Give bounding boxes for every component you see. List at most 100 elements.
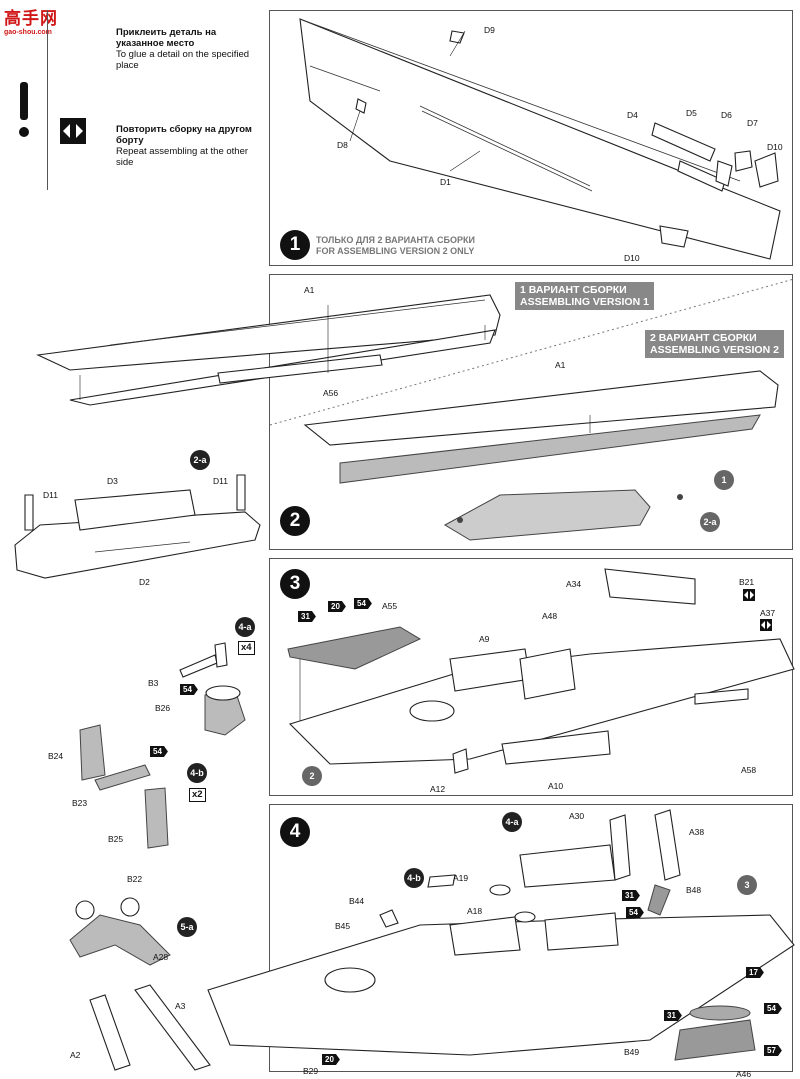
ref-step2: 2: [302, 766, 322, 786]
step4-panel: A30 A38 A19 B48 B44 A18 B45 B49 B29 A46 …: [207, 804, 795, 1079]
label-a1-version1: A1: [304, 285, 315, 295]
watermark-logo: 高手网 gao-shou.com: [4, 4, 74, 38]
color-31-badge-a: 31: [622, 890, 640, 901]
color-54-badge-a: 54: [626, 907, 644, 918]
sub4b-drawing: [79, 724, 169, 849]
step3-panel: A34 B21 A48 A37 A55 A9 A58 A12 A10 31 20…: [269, 558, 795, 796]
step1-note-en: FOR ASSEMBLING VERSION 2 ONLY: [316, 246, 475, 256]
label-a19: A19: [453, 873, 469, 883]
label-b29: B29: [303, 1066, 319, 1076]
sub4b-badge: 4-b: [187, 763, 207, 783]
label-d2: D2: [139, 577, 150, 587]
step3-hull-drawing: [287, 568, 795, 774]
version1-ru: 1 ВАРИАНТ СБОРКИ: [520, 284, 627, 296]
label-d5: D5: [686, 108, 697, 118]
version2-ru: 2 ВАРИАНТ СБОРКИ: [650, 332, 757, 344]
watermark-url: gao-shou.com: [4, 29, 52, 36]
sub4a-drawing: [179, 642, 246, 736]
sub5a-badge: 5-a: [177, 917, 197, 937]
ref-step3: 3: [737, 875, 757, 895]
sub2a-badge: 2-a: [190, 450, 210, 470]
step1-note: ТОЛЬКО ДЛЯ 2 ВАРИАНТА СБОРКИ FOR ASSEMBL…: [316, 235, 475, 257]
step2-version1-drawing: [36, 294, 501, 406]
ref-sub4a: 4-a: [502, 812, 522, 832]
label-b21: B21: [739, 577, 755, 587]
color-54-badge: 54: [354, 598, 372, 609]
version2-banner: 2 ВАРИАНТ СБОРКИ ASSEMBLING VERSION 2: [645, 330, 784, 358]
label-a9: A9: [479, 634, 490, 644]
legend-repeat-en: Repeat assembling at the other side: [116, 146, 249, 168]
sub4b-multiplier: x2: [189, 788, 206, 802]
label-b22: B22: [127, 874, 143, 884]
watermark-brand: 高手网: [4, 9, 58, 28]
color-57-badge: 57: [764, 1045, 782, 1056]
label-a48: A48: [542, 611, 558, 621]
sub4a-badge: 4-a: [235, 617, 255, 637]
label-d11-left: D11: [43, 490, 58, 500]
label-d11-right: D11: [213, 476, 228, 486]
repeat-icon-a37: [760, 619, 772, 631]
label-a37: A37: [760, 608, 776, 618]
label-b49: B49: [624, 1047, 640, 1057]
ref-step1: 1: [714, 470, 734, 490]
step4-hull-drawing: [207, 809, 795, 1061]
label-a12: A12: [430, 784, 446, 794]
glue-icon: [19, 82, 29, 137]
version2-en: ASSEMBLING VERSION 2: [650, 344, 779, 356]
sub5a-drawing: [69, 897, 211, 1071]
label-b45: B45: [335, 921, 351, 931]
label-d9: D9: [484, 25, 495, 35]
ref-step2a: 2-a: [700, 512, 720, 532]
step2-number: 2: [280, 506, 310, 536]
label-b24: B24: [48, 751, 64, 761]
label-a56: A56: [323, 388, 339, 398]
label-b25: B25: [108, 834, 124, 844]
label-d10-bottom: D10: [624, 253, 640, 263]
label-a2: A2: [70, 1050, 81, 1060]
color-17-badge: 17: [746, 967, 764, 978]
step4-number: 4: [280, 817, 310, 847]
label-d3: D3: [107, 476, 118, 486]
legend-glue-ru: Приклеить деталь на указанное место: [116, 27, 217, 49]
label-a46: A46: [736, 1069, 752, 1079]
color-20-badge: 20: [328, 601, 346, 612]
label-a10: A10: [548, 781, 564, 791]
label-a28: A28: [153, 952, 169, 962]
step2-panel: 1 ВАРИАНТ СБОРКИ ASSEMBLING VERSION 1 2 …: [269, 274, 795, 550]
sub4a-color-54: 54: [180, 684, 198, 695]
color-31-badge-b: 31: [664, 1010, 682, 1021]
step1-number: 1: [280, 230, 310, 260]
label-b3: B3: [148, 678, 159, 688]
sub4b-color-54: 54: [150, 746, 168, 757]
label-a34: A34: [566, 579, 582, 589]
legend-repeat-ru: Повторить сборку на другом борту: [116, 124, 252, 146]
label-d4: D4: [627, 110, 638, 120]
label-a55: A55: [382, 601, 398, 611]
ref-sub4b: 4-b: [404, 868, 424, 888]
legend-repeat: Повторить сборку на другом борту Repeat …: [116, 124, 266, 168]
label-d6: D6: [721, 110, 732, 120]
step1-hull-drawing: [299, 18, 781, 260]
label-d7: D7: [747, 118, 758, 128]
label-b44: B44: [349, 896, 365, 906]
step3-number: 3: [280, 569, 310, 599]
sub2a-stand-drawing: [14, 474, 261, 579]
step1-panel: D9 D8 D1 D4 D5 D6 D7 D10 D10 1 ТОЛЬКО ДЛ…: [269, 10, 793, 266]
label-a1-version2: A1: [555, 360, 566, 370]
label-d10-top: D10: [767, 142, 783, 152]
sub4a-multiplier: x4: [238, 641, 255, 655]
label-a3: A3: [175, 1001, 186, 1011]
step1-note-ru: ТОЛЬКО ДЛЯ 2 ВАРИАНТА СБОРКИ: [316, 235, 475, 245]
label-d1: D1: [440, 177, 451, 187]
step2-version2-drawing: [269, 278, 795, 541]
label-a38: A38: [689, 827, 705, 837]
color-54-badge-b: 54: [764, 1003, 782, 1014]
label-d8: D8: [337, 140, 348, 150]
legend-glue-en: To glue a detail on the specified place: [116, 49, 250, 71]
legend-glue: Приклеить деталь на указанное место To g…: [116, 27, 266, 71]
repeat-other-side-icon: [60, 118, 86, 144]
label-a18: A18: [467, 906, 483, 916]
version1-banner: 1 ВАРИАНТ СБОРКИ ASSEMBLING VERSION 1: [515, 282, 654, 310]
repeat-icon-b21: [743, 589, 755, 601]
label-b26: B26: [155, 703, 171, 713]
